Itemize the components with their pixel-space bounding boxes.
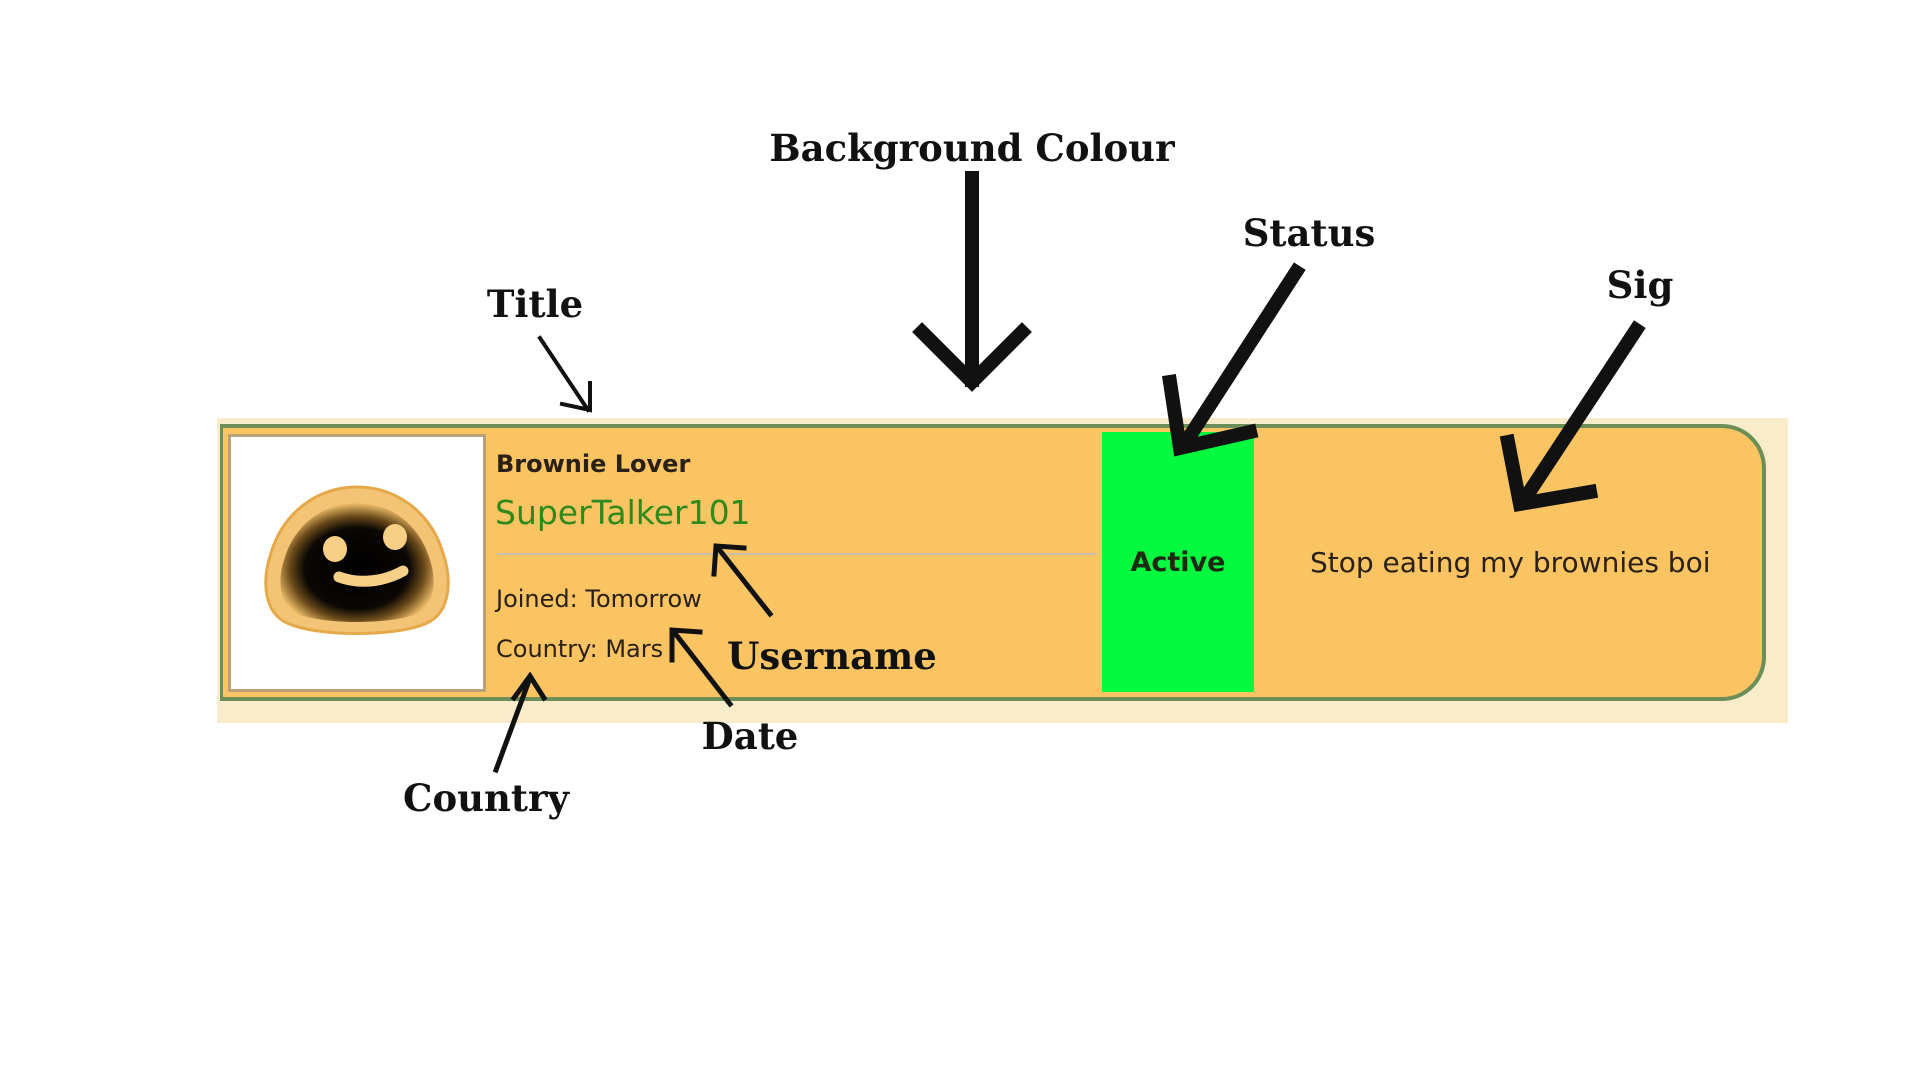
date-annotation: Date [701,714,799,758]
country-annotation: Country [402,776,570,820]
username-annotation: Username [727,634,937,678]
avatar[interactable] [228,434,486,692]
background-colour-arrow [912,171,1032,392]
divider [497,553,1097,555]
background-colour-annotation: Background Colour [769,126,1175,170]
status-text: Active [1130,546,1226,578]
status-annotation: Status [1242,211,1376,255]
title-annotation: Title [486,282,584,326]
username[interactable]: SuperTalker101 [495,493,751,532]
smiling-blob-icon [264,485,450,635]
sig-annotation: Sig [1606,263,1674,307]
signature: Stop eating my brownies boi [1310,546,1711,579]
status-badge: Active [1102,432,1254,692]
user-title: Brownie Lover [496,450,691,478]
join-date: Joined: Tomorrow [496,585,702,613]
country: Country: Mars [496,635,664,663]
title-arrow [537,335,592,413]
